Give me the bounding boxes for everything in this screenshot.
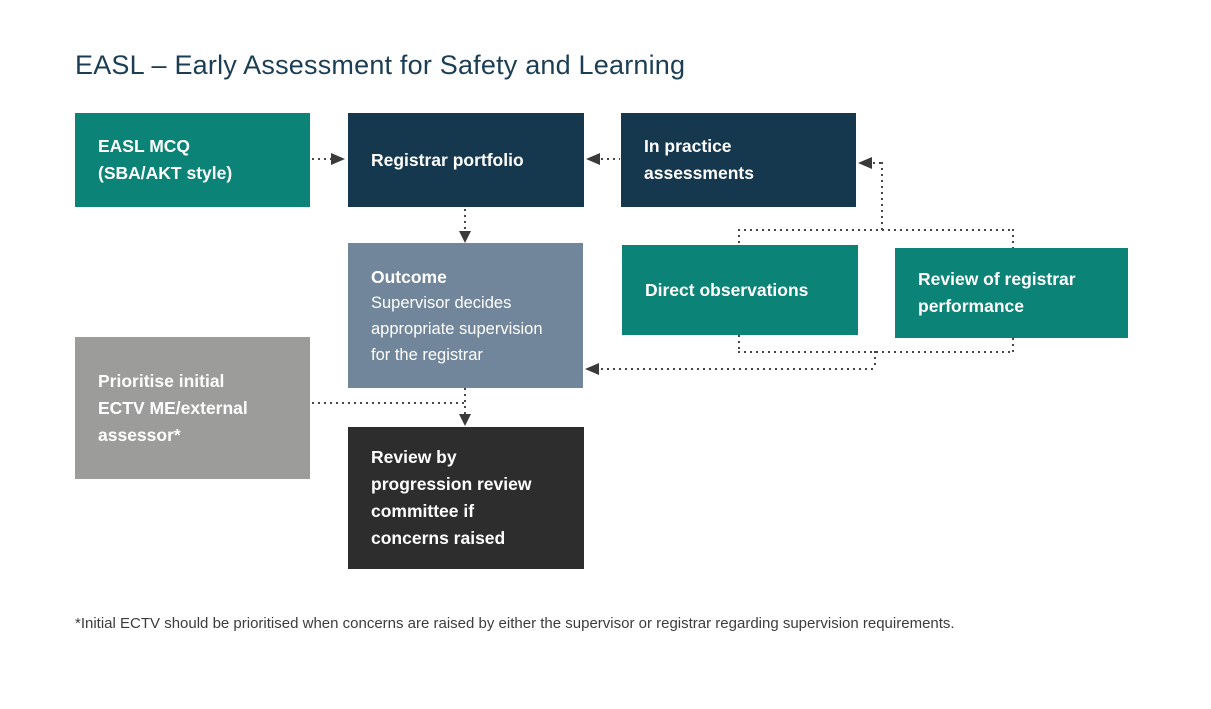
connector-to-outcome <box>601 368 876 370</box>
box-prioritise-ectv: Prioritise initial ECTV ME/external asse… <box>75 337 310 479</box>
connector-directobs-down <box>738 335 740 352</box>
arrowhead-down-icon <box>459 414 471 426</box>
connector-vertical-to-inpractice <box>881 162 883 230</box>
connector-reviewperf-down <box>1012 338 1014 352</box>
box-registrar-portfolio: Registrar portfolio <box>348 113 584 207</box>
connector-stub-inpractice <box>873 162 883 164</box>
arrowhead-left-icon <box>586 153 600 165</box>
box-in-practice-assessments: In practice assessments <box>621 113 856 207</box>
connector-rail-drop <box>874 351 876 369</box>
easl-mcq-label: EASL MCQ (SBA/AKT style) <box>98 136 233 183</box>
connector-prioritise-to-committee <box>312 402 464 404</box>
connector-directobs-up <box>738 229 740 245</box>
arrowhead-left-icon <box>585 363 599 375</box>
connector-reviewperf-up <box>1012 229 1014 248</box>
registrar-portfolio-label: Registrar portfolio <box>371 149 524 170</box>
outcome-heading: Outcome <box>371 266 447 287</box>
connector-mcq-to-portfolio <box>312 158 332 160</box>
box-direct-observations: Direct observations <box>622 245 858 335</box>
progression-review-committee-label: Review by progression review committee i… <box>371 447 532 548</box>
arrowhead-right-icon <box>331 153 345 165</box>
box-progression-review-committee: Review by progression review committee i… <box>348 427 584 569</box>
connector-inpractice-to-portfolio <box>601 158 620 160</box>
connector-top-rail <box>738 229 1014 231</box>
page-title: EASL – Early Assessment for Safety and L… <box>75 50 686 80</box>
box-outcome: Outcome Supervisor decides appropriate s… <box>348 243 583 388</box>
connector-portfolio-to-outcome <box>464 209 466 232</box>
in-practice-assessments-label: In practice assessments <box>644 136 754 183</box>
outcome-body: Supervisor decides appropriate supervisi… <box>371 293 543 364</box>
connector-outcome-to-committee <box>464 388 466 414</box>
prioritise-ectv-label: Prioritise initial ECTV ME/external asse… <box>98 370 248 445</box>
footnote-text: *Initial ECTV should be prioritised when… <box>75 615 955 632</box>
arrowhead-down-icon <box>459 231 471 243</box>
box-easl-mcq: EASL MCQ (SBA/AKT style) <box>75 113 310 207</box>
arrowhead-left-icon <box>858 157 872 169</box>
direct-observations-label: Direct observations <box>645 279 809 300</box>
connector-bottom-rail <box>738 351 1014 353</box>
review-registrar-performance-label: Review of registrar performance <box>918 269 1076 316</box>
box-review-registrar-performance: Review of registrar performance <box>895 248 1128 338</box>
